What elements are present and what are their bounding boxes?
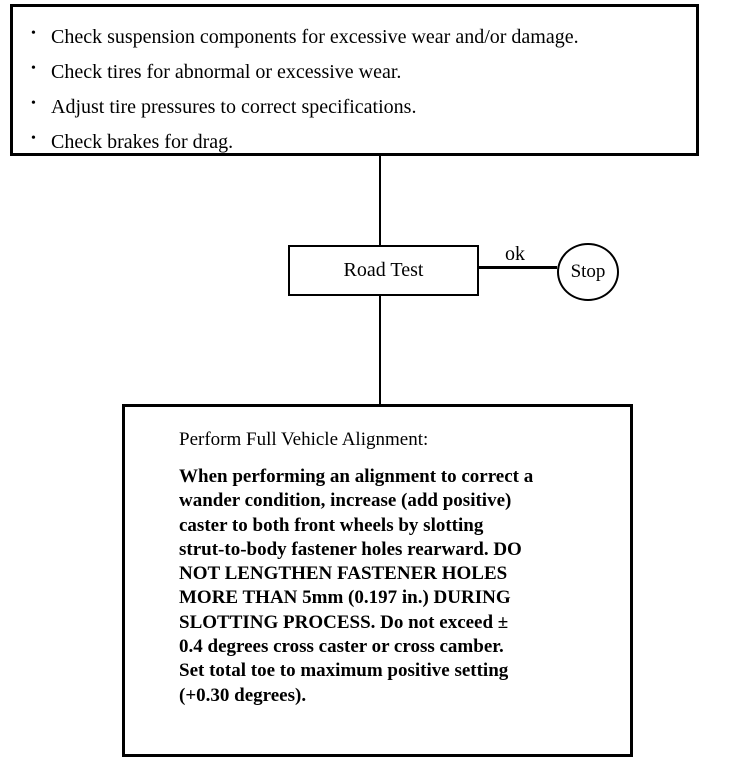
- alignment-line: SLOTTING PROCESS. Do not exceed ±: [179, 611, 509, 633]
- stop-label: Stop: [570, 261, 606, 282]
- alignment-title: Perform Full Vehicle Alignment:: [179, 429, 429, 450]
- checklist-item: • Check tires for abnormal or excessive …: [31, 56, 686, 91]
- bullet-icon: •: [31, 61, 36, 76]
- checklist-item-text: Adjust tire pressures to correct specifi…: [51, 96, 417, 118]
- alignment-line: Set total toe to maximum positive settin…: [179, 660, 509, 682]
- alignment-line: NOT LENGTHEN FASTENER HOLES: [179, 563, 508, 585]
- checklist-item-text: Check brakes for drag.: [51, 131, 234, 153]
- road-test-label: Road Test: [343, 259, 424, 281]
- alignment-line: 0.4 degrees cross caster or cross camber…: [179, 636, 504, 658]
- connector-checklist-to-road-test: [379, 156, 381, 245]
- stop-node: Stop: [557, 243, 619, 301]
- alignment-line: strut-to-body fastener holes rearward. D…: [179, 538, 522, 560]
- checklist-item: • Check suspension components for excess…: [31, 21, 686, 56]
- checklist-item-text: Check suspension components for excessiv…: [51, 26, 579, 48]
- alignment-line: wander condition, increase (add positive…: [179, 490, 512, 512]
- inspection-checklist: • Check suspension components for excess…: [31, 21, 686, 161]
- alignment-box: Perform Full Vehicle Alignment: When per…: [122, 404, 633, 757]
- checklist-item-text: Check tires for abnormal or excessive we…: [51, 61, 402, 83]
- bullet-icon: •: [31, 26, 36, 41]
- bullet-icon: •: [31, 131, 36, 146]
- alignment-line: When performing an alignment to correct …: [179, 466, 534, 487]
- checklist-item: • Check brakes for drag.: [31, 126, 686, 161]
- inspection-checklist-box: • Check suspension components for excess…: [10, 4, 699, 156]
- ok-label: ok: [505, 243, 525, 265]
- checklist-item: • Adjust tire pressures to correct speci…: [31, 91, 686, 126]
- alignment-line: caster to both front wheels by slotting: [179, 514, 484, 536]
- alignment-line: MORE THAN 5mm (0.197 in.) DURING: [179, 587, 511, 609]
- bullet-icon: •: [31, 96, 36, 111]
- connector-road-test-to-alignment: [379, 296, 381, 404]
- connector-ok-to-stop: [479, 266, 557, 269]
- alignment-instructions: When performing an alignment to correct …: [179, 465, 610, 708]
- alignment-line: (+0.30 degrees).: [179, 684, 307, 706]
- road-test-box: Road Test: [288, 245, 479, 296]
